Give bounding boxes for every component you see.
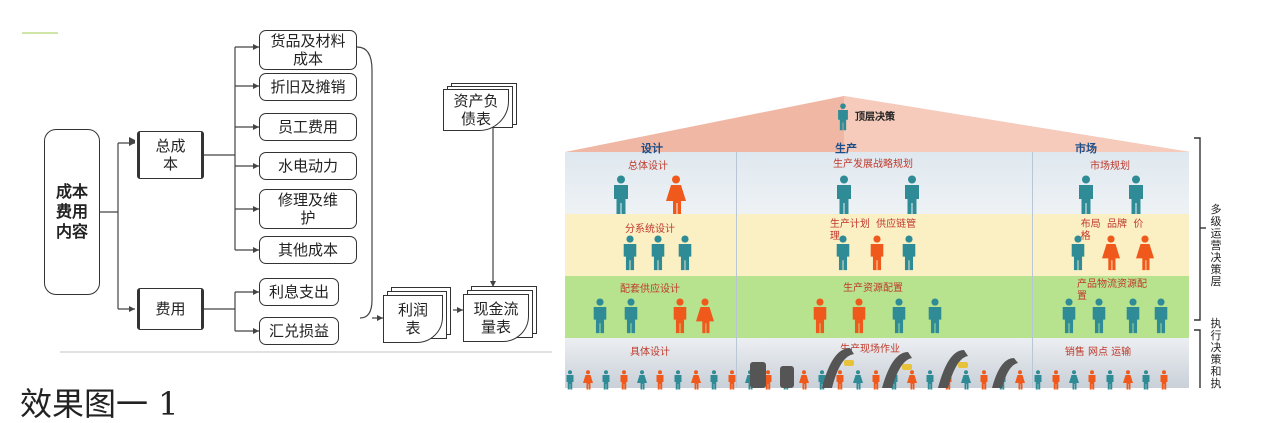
- crowd-person-icon: [728, 370, 736, 390]
- crowd-person-icon: [1142, 370, 1150, 390]
- crowd-person-icon: [853, 370, 863, 390]
- top-decision-label: 顶层决策: [855, 112, 895, 123]
- cost-content-root-box: 成本 费用 内容: [44, 129, 100, 295]
- crowd-person-icon: [1069, 370, 1079, 390]
- level2-market-label: 布局 品牌 价 格: [1080, 219, 1144, 242]
- profit-statement-doc: 利润 表: [383, 287, 457, 343]
- crowd-person-icon: [637, 370, 647, 390]
- crowd-person-icon: [602, 370, 610, 390]
- roof-triangle: [565, 96, 1190, 152]
- level-band-3: [565, 276, 1189, 338]
- level4-design-label: 具体设计: [630, 347, 670, 358]
- side-label-lower: 执行决策和执: [1210, 317, 1222, 390]
- level3-design-label: 配套供应设计: [620, 284, 680, 295]
- cash-flow-label: 现金流 量表: [473, 300, 519, 336]
- cost-item-staff: 员工费用: [259, 113, 357, 141]
- level3-production-label: 生产资源配置: [843, 283, 903, 294]
- level4-production-label: 生产现场作业: [840, 344, 900, 355]
- level2-design-label: 分系统设计: [625, 224, 675, 235]
- crowd-person-icon: [1034, 370, 1042, 390]
- expense-item-interest: 利息支出: [259, 278, 339, 306]
- column-divider-2: [1032, 152, 1033, 388]
- column-head-market: 市场: [1075, 142, 1097, 155]
- crowd-person-icon: [620, 370, 628, 390]
- cash-flow-doc: 现金流 量表: [463, 286, 541, 342]
- balance-sheet-label: 资产负 债表: [453, 92, 499, 128]
- crowd-person-icon: [799, 370, 809, 390]
- crowd-person-icon: [1088, 370, 1096, 390]
- expense-box: 费用: [137, 288, 204, 330]
- cost-item-depreciation: 折旧及摊销: [259, 73, 357, 101]
- crowd-person-icon: [980, 370, 988, 390]
- cost-item-other: 其他成本: [259, 236, 357, 264]
- crowd-person-icon: [566, 370, 574, 390]
- accent-line: [22, 32, 58, 34]
- crowd-person-icon: [961, 370, 971, 390]
- cost-item-materials: 货品及材料 成本: [259, 30, 357, 70]
- crowd-person-icon: [1106, 370, 1114, 390]
- expense-item-fx-loss: 汇兑损益: [259, 317, 339, 345]
- crowd-person-icon: [1123, 370, 1133, 390]
- connector-lines: [60, 44, 552, 353]
- level2-production-label: 生产计划 供应链管 理: [829, 219, 917, 242]
- side-label-upper: 多级运营决策层: [1210, 203, 1222, 288]
- level3-market-label: 产品物流资源配 置: [1077, 279, 1147, 302]
- crowd-person-icon: [674, 370, 682, 390]
- crowd-person-icon: [907, 370, 917, 390]
- crowd-person-icon: [1160, 370, 1168, 390]
- crowd-person-icon: [836, 370, 844, 390]
- crowd-person-icon: [583, 370, 593, 390]
- crowd-person-icon: [710, 370, 718, 390]
- crowd-person-icon: [872, 370, 880, 390]
- cost-item-maintenance: 修理及维 护: [259, 189, 357, 229]
- level1-design-label: 总体设计: [628, 161, 668, 172]
- crowd-person-icon: [691, 370, 701, 390]
- column-head-production: 生产: [835, 142, 857, 155]
- caption: 效果图一 1: [20, 385, 179, 423]
- level1-production-label: 生产发展战略规划: [833, 159, 913, 170]
- level4-market-label: 销售 网点 运输: [1064, 347, 1132, 358]
- column-head-design: 设计: [641, 142, 663, 155]
- balance-sheet-doc: 资产负 债表: [443, 83, 519, 131]
- crowd-person-icon: [1052, 370, 1060, 390]
- level1-market-label: 市场规划: [1090, 161, 1130, 172]
- crowd-person-icon: [656, 370, 664, 390]
- crowd-person-icon: [1015, 370, 1025, 390]
- crowd-person-icon: [926, 370, 934, 390]
- cost-item-utilities: 水电动力: [259, 152, 357, 180]
- total-cost-box: 总成 本: [137, 131, 204, 179]
- profit-statement-label: 利润 表: [397, 301, 428, 337]
- people-figures: [566, 103, 1168, 390]
- column-divider-1: [736, 152, 737, 388]
- side-bracket: [1194, 137, 1206, 388]
